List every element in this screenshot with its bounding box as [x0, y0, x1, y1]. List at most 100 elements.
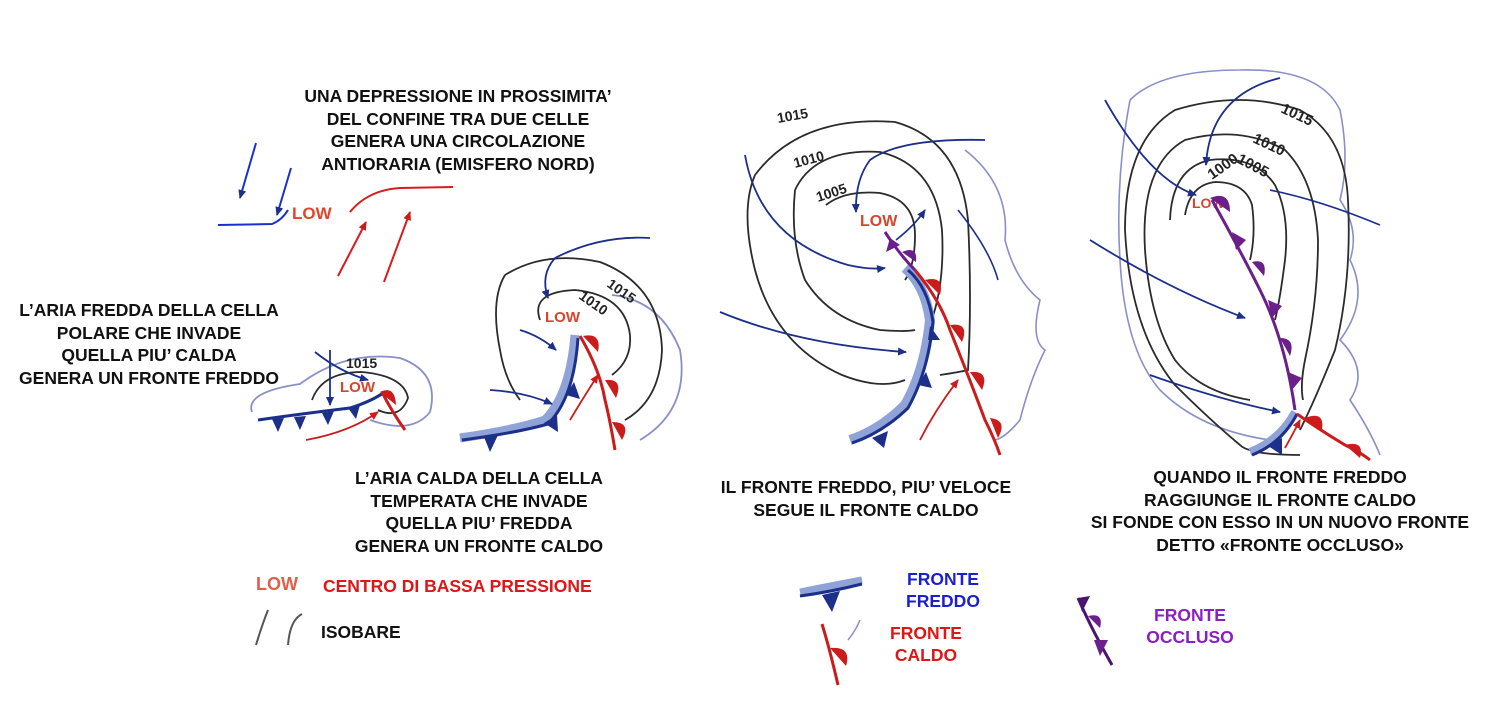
warm-front-line: [913, 269, 1002, 456]
stage5-caption: QUANDO IL FRONTE FREDDO RAGGIUNGE IL FRO…: [1060, 466, 1500, 556]
cold-air-arrow: [744, 154, 886, 274]
cold-front-triangle: [544, 415, 558, 432]
cold-front-line: [257, 390, 386, 422]
occluded-front-triangle: [1232, 232, 1246, 250]
caption-line: DEL CONFINE TRA DUE CELLE: [326, 108, 590, 129]
legend-low-text: CENTRO DI BASSA PRESSIONE: [323, 576, 592, 596]
caption-line: UNA DEPRESSIONE IN PROSSIMITA’: [304, 86, 612, 106]
caption-line: ANTIORARIA (EMISFERO NORD): [321, 153, 595, 174]
cold-boundary-line: [217, 209, 289, 226]
cold-front-triangle: [348, 405, 360, 419]
caption-line: GENERA UN FRONTE CALDO: [354, 535, 604, 556]
occluded-front-line: [883, 231, 917, 272]
isobar: [746, 174, 906, 385]
warm-boundary-line: [349, 186, 454, 213]
cold-air-arrow: [519, 329, 557, 351]
isobar-value-1015: 1015: [776, 105, 810, 126]
isobar: [825, 191, 916, 281]
isobar: [964, 149, 1047, 441]
isobar-value-1000: 1000: [1205, 150, 1242, 183]
legend-isobar-text: ISOBARE: [321, 622, 401, 642]
legend-cold-front-band: [799, 576, 863, 596]
legend-warm-isobar: [847, 619, 861, 641]
legend-line: FRONTE: [1154, 605, 1226, 625]
legend-isobar-icon: [287, 613, 303, 646]
legend-occluded-front-text: FRONTE OCCLUSO: [1132, 604, 1248, 648]
cold-front-triangle: [918, 372, 932, 388]
isobar: [311, 371, 409, 414]
isobar-value-1010: 1010: [576, 287, 611, 318]
caption-line: L’ARIA CALDA DELLA CELLA: [355, 468, 603, 488]
cold-front-line: [1251, 413, 1299, 457]
isobar-value-1010: 1010: [1250, 130, 1287, 160]
caption-line: DETTO «FRONTE OCCLUSO»: [1156, 534, 1404, 555]
cold-air-arrow: [719, 311, 907, 356]
legend-occluded-front-triangle: [1078, 596, 1090, 612]
stage4-caption: IL FRONTE FREDDO, PIU’ VELOCE SEGUE IL F…: [690, 476, 1042, 521]
cold-front-band: [459, 334, 580, 443]
cold-air-arrow: [895, 209, 926, 241]
cold-air-arrow: [275, 167, 292, 216]
cold-air-arrow: [1089, 239, 1246, 319]
occluded-front-triangle: [1268, 300, 1282, 318]
caption-line: RAGGIUNGE IL FRONTE CALDO: [1144, 489, 1416, 510]
cold-air-arrow: [1149, 374, 1281, 415]
occluded-front-line: [1210, 199, 1297, 411]
cold-air-arrow: [541, 257, 556, 299]
cold-front-band: [1248, 410, 1299, 456]
warm-front-bump: [970, 371, 985, 390]
cold-air-arrow: [238, 142, 257, 199]
legend-cold-front-text: FRONTE FREDDO: [893, 568, 993, 612]
low-label: LOW: [292, 204, 333, 223]
warm-front-bump: [950, 324, 965, 342]
isobar: [1169, 158, 1288, 321]
cold-air-arrow: [1202, 77, 1281, 166]
warm-front-bump: [605, 379, 619, 398]
warm-air-arrow: [337, 221, 367, 277]
cold-front-line: [851, 268, 935, 445]
caption-line: SEGUE IL FRONTE CALDO: [753, 499, 979, 520]
legend-line: FREDDO: [906, 591, 980, 611]
isobar: [794, 150, 944, 326]
warm-air-arrow: [305, 411, 379, 441]
cold-front-band: [848, 264, 936, 445]
occluded-front-bump: [1280, 338, 1292, 356]
isobar-value-1015: 1015: [604, 275, 639, 306]
cold-air-arrow: [1269, 189, 1381, 226]
cold-air-arrow: [851, 138, 986, 213]
occluded-front-bump: [902, 249, 917, 262]
caption-line: TEMPERATA CHE INVADE: [370, 490, 588, 511]
isobar: [792, 189, 916, 332]
isobar: [504, 257, 663, 421]
caption-line: GENERA UNA CIRCOLAZIONE: [330, 131, 586, 151]
isobar: [1143, 133, 1319, 401]
legend-line: CALDO: [894, 645, 958, 665]
stage1-diagram: LOW: [217, 142, 454, 283]
isobar-value-1015: 1015: [346, 355, 377, 371]
isobar: [1124, 99, 1350, 456]
caption-line: GENERA UN FRONTE FREDDO: [19, 367, 279, 388]
isobar: [1129, 69, 1381, 456]
warm-front-bump: [1305, 415, 1323, 430]
cold-air-arrow: [1104, 99, 1197, 197]
warm-air-arrow: [919, 379, 959, 441]
warm-front-bump: [1345, 443, 1361, 458]
legend-low-symbol: LOW: [256, 574, 298, 594]
warm-front-bump: [380, 390, 396, 405]
cold-front-triangle: [484, 435, 498, 452]
legend-isobar-icon: [255, 609, 269, 646]
caption-line: QUANDO IL FRONTE FREDDO: [1153, 467, 1407, 487]
warm-front-line: [380, 391, 407, 431]
legend-line: FRONTE: [907, 569, 979, 589]
isobar: [495, 274, 521, 401]
cold-front-triangle: [928, 326, 940, 340]
stage1-caption: UNA DEPRESSIONE IN PROSSIMITA’ DEL CONFI…: [268, 85, 648, 175]
cold-front-triangle: [272, 418, 284, 432]
isobar: [611, 294, 683, 441]
warm-front-bump: [925, 279, 941, 295]
warm-air-arrow: [569, 374, 599, 421]
low-label: LOW: [545, 309, 581, 326]
caption-line: IL FRONTE FREDDO, PIU’ VELOCE: [720, 477, 1012, 497]
caption-line: QUELLA PIU’ CALDA: [61, 345, 237, 365]
isobar: [1117, 99, 1271, 441]
